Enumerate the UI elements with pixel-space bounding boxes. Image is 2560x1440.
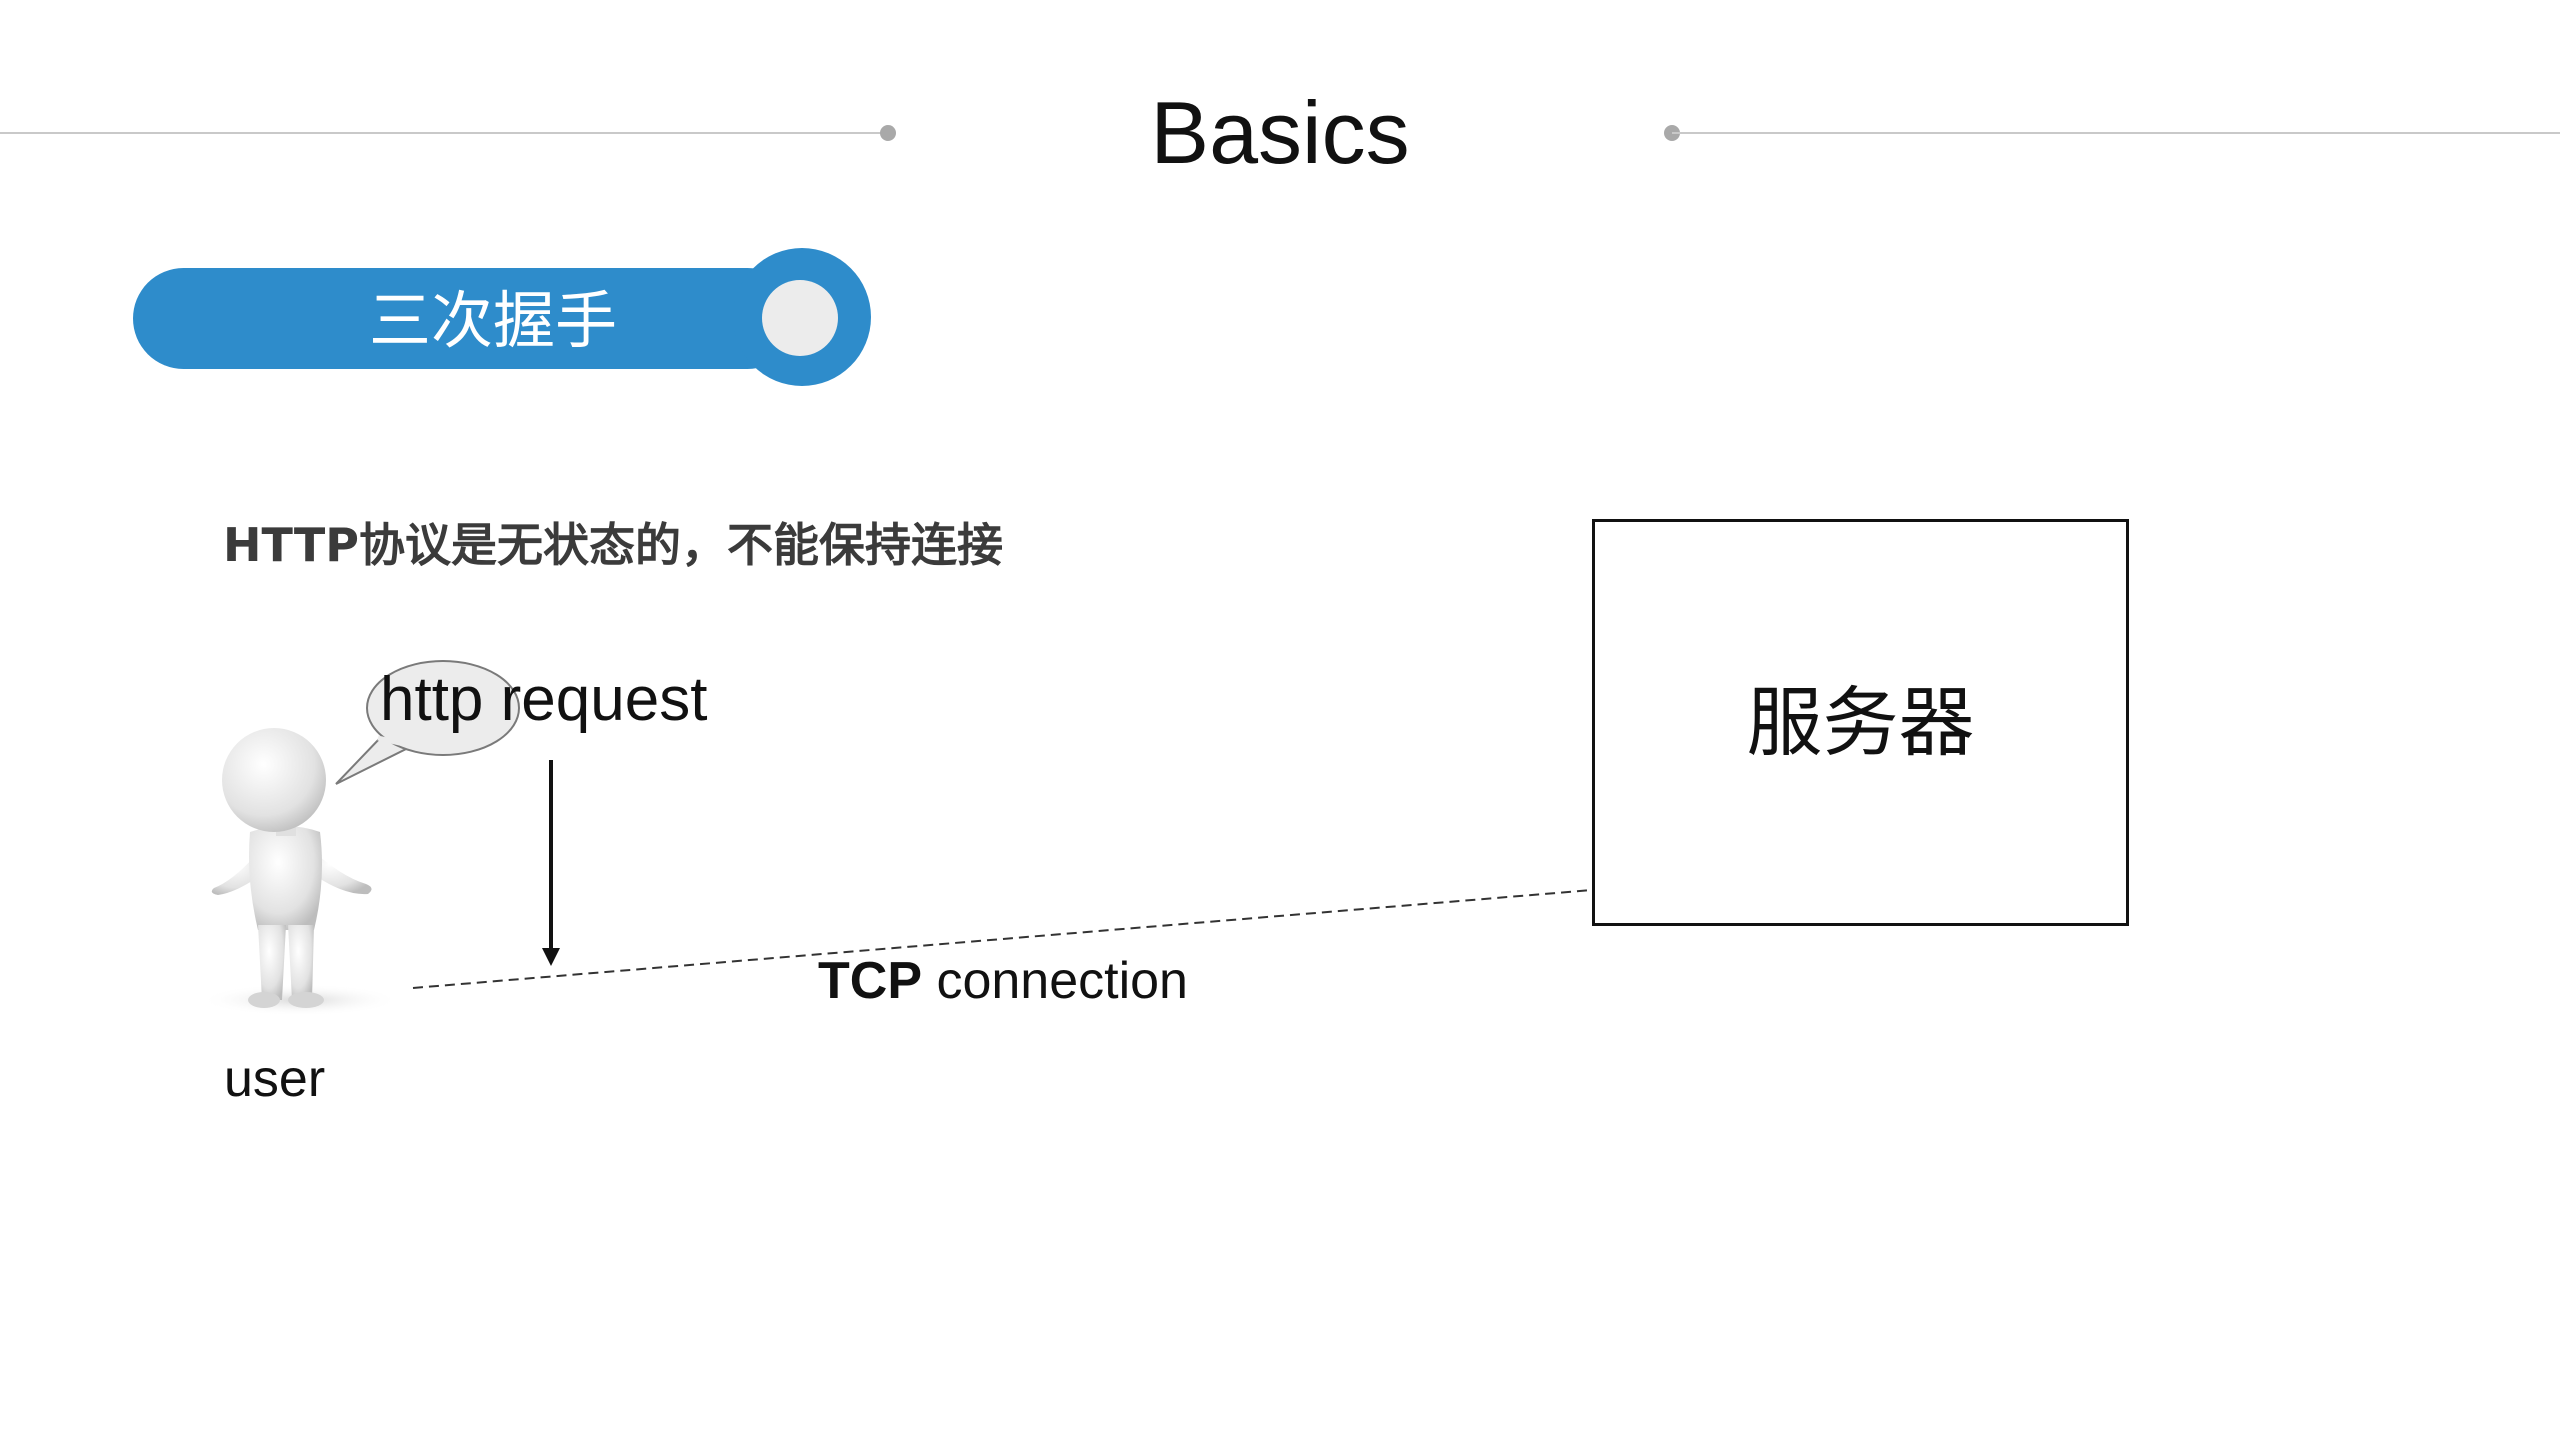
section-banner-dot [762, 280, 838, 356]
section-banner [133, 268, 798, 369]
user-label: user [224, 1050, 326, 1108]
tcp-connection-label: TCP connection [818, 948, 1188, 1014]
tcp-connection-line [412, 889, 1593, 989]
page-title: Basics [1150, 83, 1410, 182]
http-request-arrow [542, 760, 560, 966]
tcp-label-rest: connection [922, 952, 1188, 1010]
title-divider-left-dot [880, 125, 896, 141]
title-divider-right [1672, 132, 2560, 134]
server-label: 服务器 [1746, 678, 1975, 767]
tcp-label-bold: TCP [818, 952, 922, 1010]
speech-bubble-icon [335, 660, 520, 785]
section-title: 三次握手 [368, 284, 617, 357]
http-request-label: http request [380, 665, 708, 734]
user-figure-icon [200, 728, 400, 1016]
subtitle: HTTP协议是无状态的，不能保持连接 [223, 518, 1004, 572]
title-divider-left [0, 132, 888, 134]
server-box [1592, 519, 2129, 926]
